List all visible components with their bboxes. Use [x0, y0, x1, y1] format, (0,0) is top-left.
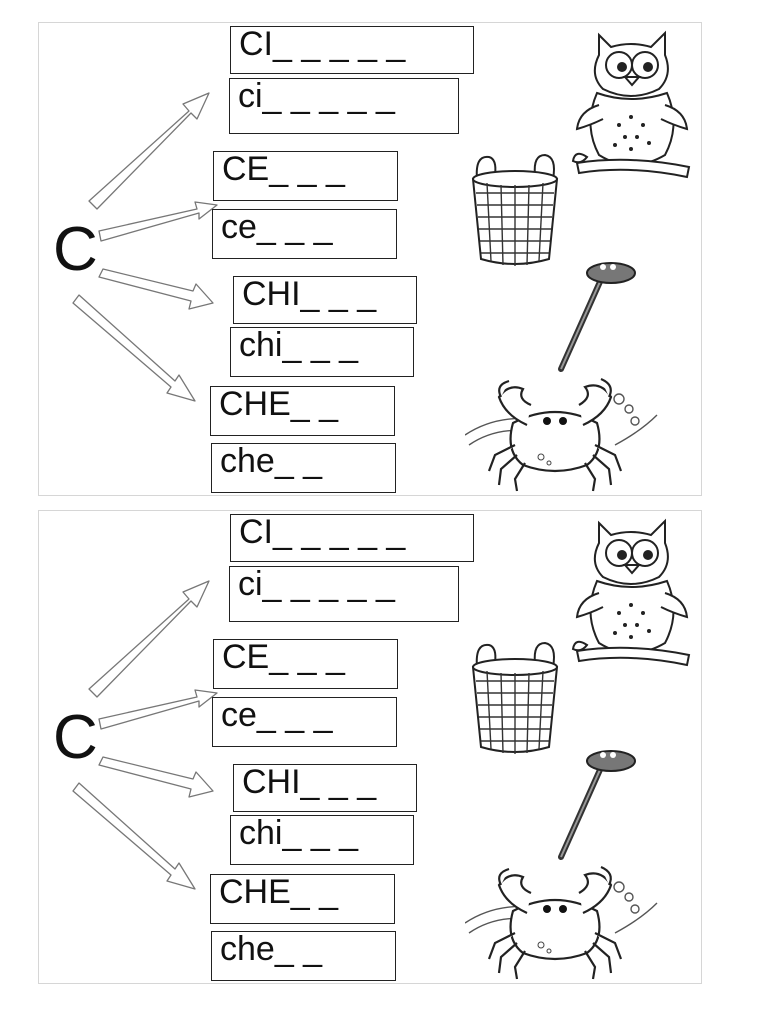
word-box-ce-upper: CE_ _ _ — [213, 639, 398, 689]
word-box-ci-lower: ci_ _ _ _ _ — [229, 566, 459, 622]
pin-icon — [558, 750, 636, 860]
big-letter: C — [53, 215, 98, 284]
word-box-che-upper: CHE_ _ — [210, 874, 395, 924]
word-box-chi-lower: chi_ _ _ — [230, 815, 414, 865]
word-box-ci-upper: CI_ _ _ _ _ — [230, 514, 474, 562]
word-box-ce-lower: ce_ _ _ — [212, 697, 397, 747]
word-box-che-lower: che_ _ — [211, 931, 396, 981]
arrows — [72, 580, 218, 890]
arrow-to-ce — [98, 201, 218, 242]
word-box-ci-lower: ci_ _ _ _ _ — [229, 78, 459, 134]
basket-icon — [471, 641, 559, 754]
arrow-to-ci — [88, 580, 210, 698]
basket-icon — [471, 153, 559, 266]
word-box-che-upper: CHE_ _ — [210, 386, 395, 436]
word-box-ce-lower: ce_ _ _ — [212, 209, 397, 259]
word-box-che-lower: che_ _ — [211, 443, 396, 493]
arrow-to-chi — [98, 268, 214, 310]
crab-icon — [465, 865, 658, 980]
arrow-to-che — [72, 294, 196, 402]
word-box-ci-upper: CI_ _ _ _ _ — [230, 26, 474, 74]
owl-icon — [571, 30, 691, 179]
word-box-chi-upper: CHI_ _ _ — [233, 276, 417, 324]
arrow-to-ce — [98, 689, 218, 730]
word-box-ce-upper: CE_ _ _ — [213, 151, 398, 201]
arrow-to-ci — [88, 92, 210, 210]
worksheet-card-2: C CI_ _ _ _ _ ci_ _ _ _ _ CE_ _ _ ce_ _ … — [38, 510, 702, 984]
owl-icon — [571, 518, 691, 667]
big-letter: C — [53, 703, 98, 772]
worksheet-card-1: C CI_ _ _ _ _ ci_ _ _ _ _ CE_ _ _ ce_ _ … — [38, 22, 702, 496]
word-box-chi-lower: chi_ _ _ — [230, 327, 414, 377]
crab-icon — [465, 377, 658, 492]
arrow-to-che — [72, 782, 196, 890]
word-box-chi-upper: CHI_ _ _ — [233, 764, 417, 812]
arrow-to-chi — [98, 756, 214, 798]
arrows — [72, 92, 218, 402]
pin-icon — [558, 262, 636, 372]
